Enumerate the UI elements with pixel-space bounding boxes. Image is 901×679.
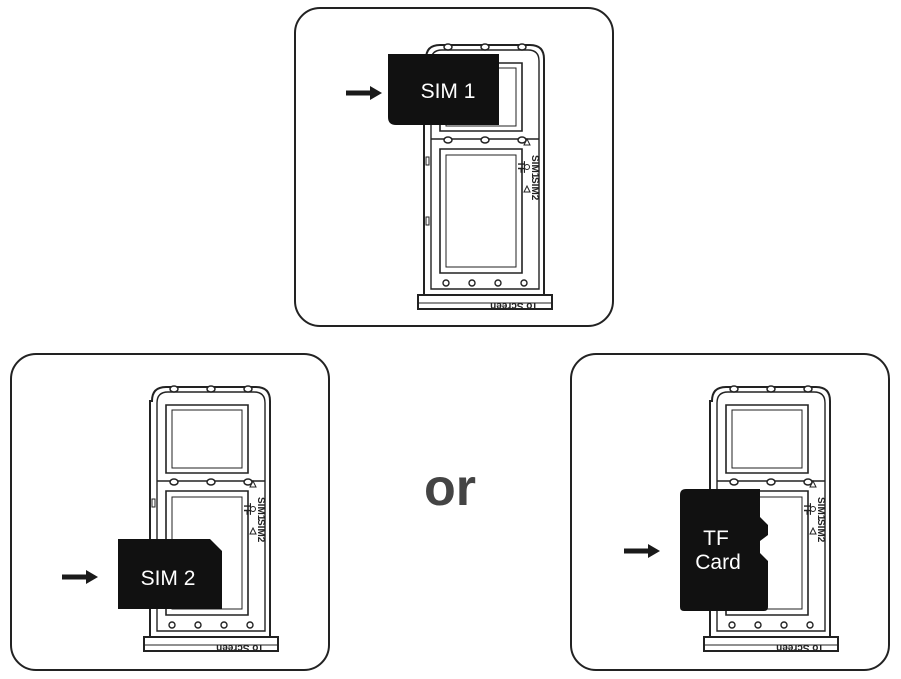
right-arrow-icon	[624, 544, 660, 558]
sim1-illustration: To Screen SIM1 SIM2 TF SIM 1	[346, 43, 553, 311]
tray-bottom-label: To Screen	[216, 642, 264, 653]
tf-card-illustration: To Screen SIM1 SIM2 TF TF Card	[624, 385, 839, 653]
sim1-panel: To Screen SIM1 SIM2 TF SIM 1	[294, 7, 614, 327]
tray-sim1-label: SIM1	[815, 497, 826, 521]
tray-sim2-label: SIM2	[529, 177, 540, 201]
tray-bottom-label: To Screen	[776, 642, 824, 653]
sim2-panel: To Screen SIM1 SIM2 TF SIM 2	[10, 353, 330, 671]
tf-card-panel: To Screen SIM1 SIM2 TF TF Card	[570, 353, 890, 671]
tf-card-label-line1: TF	[703, 527, 729, 550]
tf-card-label-line2: Card	[695, 551, 741, 574]
or-separator: or	[424, 459, 476, 517]
sim2-illustration: To Screen SIM1 SIM2 TF SIM 2	[62, 385, 279, 653]
tray-sim1-label: SIM1	[529, 155, 540, 179]
tray-tf-label: TF	[515, 161, 526, 173]
tray-bottom-label: To Screen	[490, 300, 538, 311]
right-arrow-icon	[62, 570, 98, 584]
tray-sim2-label: SIM2	[255, 519, 266, 543]
right-arrow-icon	[346, 86, 382, 100]
sim2-card	[118, 539, 222, 609]
sim2-card-label: SIM 2	[141, 567, 196, 590]
tray-tf-label: TF	[801, 503, 812, 515]
tray-sim2-label: SIM2	[815, 519, 826, 543]
sim1-card-label: SIM 1	[421, 80, 476, 103]
tf-card	[680, 489, 768, 611]
tray-sim1-label: SIM1	[255, 497, 266, 521]
tray-tf-label: TF	[241, 503, 252, 515]
